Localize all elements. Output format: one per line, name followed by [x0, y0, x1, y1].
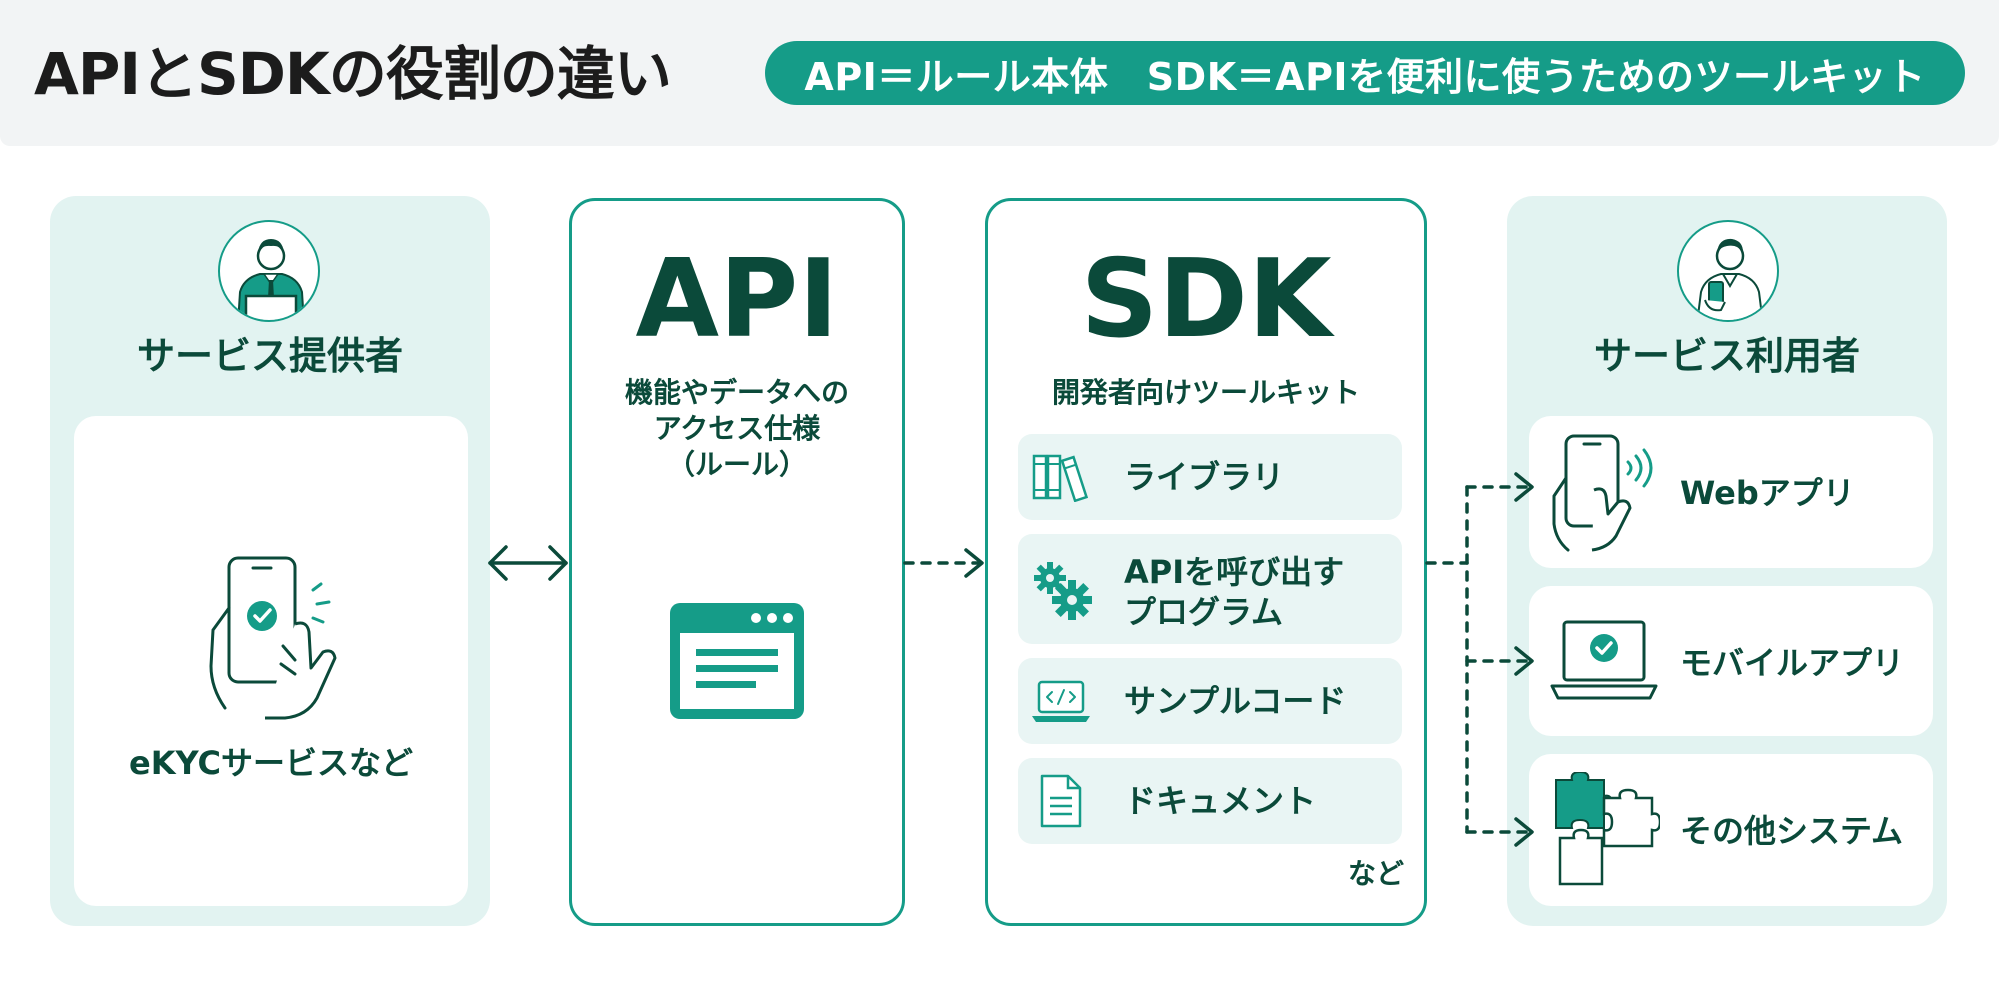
- user-card-label: モバイルアプリ: [1680, 644, 1905, 682]
- sdk-item-label: ドキュメント: [1124, 782, 1317, 820]
- sdk-item-label: プログラム: [1124, 593, 1284, 631]
- sdk-description: 開発者向けツールキット: [1051, 376, 1360, 409]
- browser-window-icon: [670, 603, 804, 723]
- api-description-line: 機能やデータへの: [624, 376, 849, 409]
- api-description-line: （ルール）: [666, 448, 807, 481]
- user-card-label: その他システム: [1680, 812, 1904, 850]
- sdk-item-label: APIを呼び出す: [1124, 553, 1345, 591]
- bidirectional-arrow: [488, 545, 568, 581]
- user-card-label: Webアプリ: [1680, 474, 1855, 512]
- sdk-item-library: [1018, 434, 1402, 520]
- sdk-etc-label: など: [1347, 857, 1404, 890]
- subtitle-badge: API＝ルール本体 SDK＝APIを便利に使うためのツールキット: [765, 41, 1965, 105]
- api-description-line: アクセス仕様: [653, 412, 821, 445]
- gears-icon: [1030, 558, 1092, 624]
- laptop-code-icon: [1030, 680, 1092, 728]
- provider-avatar-icon: [218, 220, 320, 322]
- user-title: サービス利用者: [1593, 334, 1860, 378]
- phone-hand-icon: [1548, 432, 1658, 556]
- document-icon: [1030, 772, 1092, 834]
- sdk-item-label: サンプルコード: [1124, 682, 1347, 720]
- provider-title: サービス提供者: [136, 334, 403, 378]
- sdk-heading: SDK: [1080, 237, 1332, 362]
- api-box: [569, 198, 905, 926]
- user-avatar-icon: [1677, 220, 1779, 322]
- dotted-arrow-api-to-sdk: [903, 548, 984, 578]
- laptop-check-icon: [1548, 616, 1660, 710]
- books-icon: [1030, 452, 1092, 506]
- page-title: APIとSDKの役割の違い: [34, 40, 672, 108]
- phone-check-icon: [195, 548, 345, 732]
- provider-card-label: eKYCサービスなど: [128, 744, 414, 782]
- sdk-item-document: [1018, 758, 1402, 844]
- sdk-item-label: ライブラリ: [1124, 458, 1285, 496]
- puzzle-icon: [1550, 770, 1662, 892]
- api-heading: API: [635, 237, 839, 362]
